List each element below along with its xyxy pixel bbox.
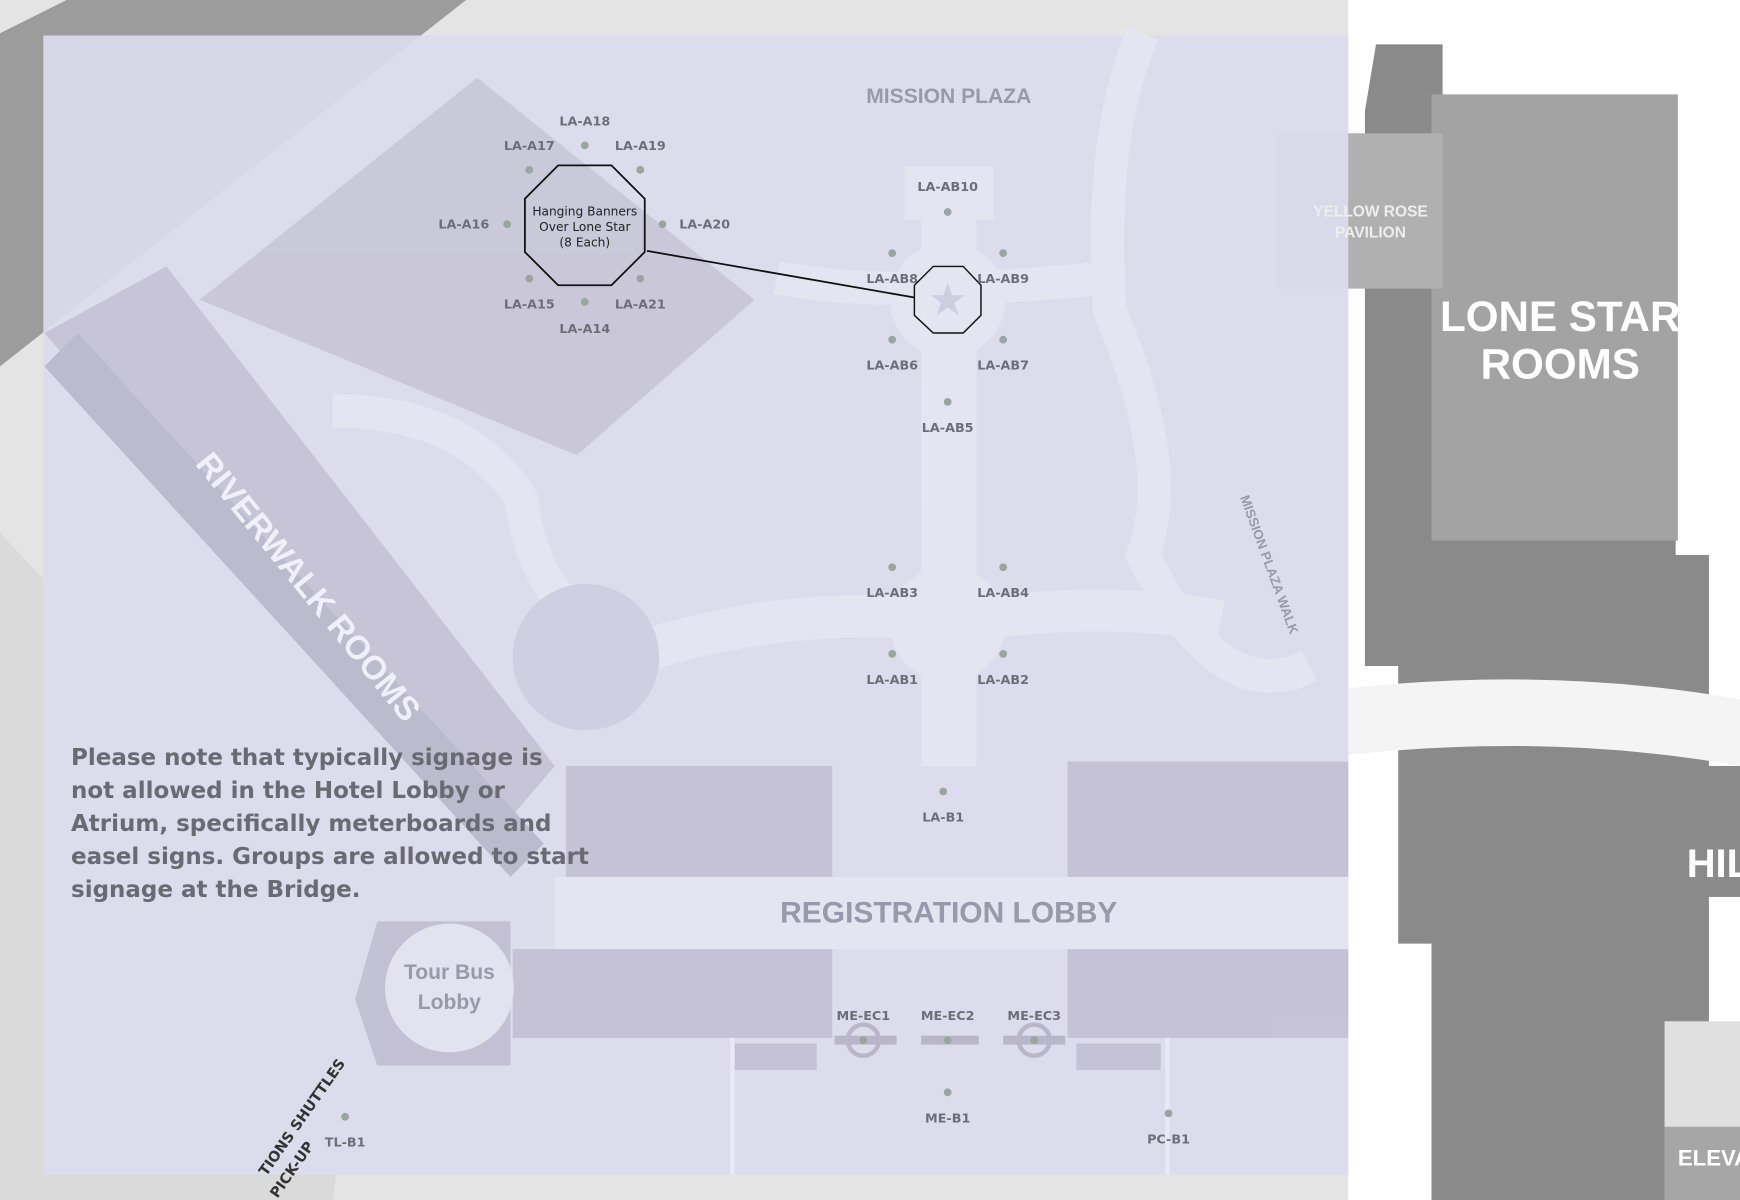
hanging-banners-callout [523,164,646,287]
sign-dot-la-a14[interactable] [580,298,589,306]
sign-dot-pc-b1[interactable] [1164,1109,1173,1118]
sign-dot-la-ab4[interactable] [999,563,1008,572]
sign-dot-la-a18[interactable] [580,141,589,150]
sign-dot-la-ab3[interactable] [888,563,897,572]
area-label-mission-plaza: MISSION PLAZA [866,85,1031,108]
area-label-registration-lobby: REGISTRATION LOBBY [780,896,1117,929]
sign-dot-la-a19[interactable] [636,165,645,174]
yellow-rose-line2: PAVILION [1335,225,1406,242]
tour-bus-lobby-line2: Lobby [418,991,481,1014]
signage-policy-note: Please note that typically signage is no… [71,745,589,903]
sign-label-pc-b1: PC-B1 [1147,1132,1190,1147]
sign-dot-la-a16[interactable] [503,220,512,229]
sign-dot-la-b1[interactable] [939,787,948,796]
sign-label-me-ec1: ME-EC1 [837,1009,891,1024]
sign-dot-la-ab9[interactable] [999,249,1008,257]
sign-dot-me-ec3[interactable] [1030,1036,1039,1045]
callout-line2: Over Lone Star [539,220,631,234]
sign-dot-la-ab7[interactable] [999,335,1008,344]
sign-label-la-a16: LA-A16 [438,218,489,233]
plan-shapes [44,26,1349,1175]
callout-line3: (8 Each) [559,235,610,249]
star-icon [931,283,965,316]
sign-dot-la-a17[interactable] [525,165,534,174]
sign-label-la-ab6: LA-AB6 [866,359,918,374]
sign-label-la-ab10: LA-AB10 [917,180,978,195]
sign-label-la-ab3: LA-AB3 [866,586,918,601]
sign-dot-me-ec2[interactable] [943,1036,952,1045]
sign-dot-me-b1[interactable] [943,1088,952,1097]
sign-label-la-a14: LA-A14 [559,322,610,337]
sign-dot-la-a20[interactable] [658,220,667,229]
sign-dot-la-ab1[interactable] [888,649,897,658]
lone-star-rooms-building [1431,94,1678,541]
sign-label-la-a19: LA-A19 [615,139,666,154]
sign-label-la-ab5: LA-AB5 [922,421,974,436]
sign-locations: LA-A18 LA-A17 LA-A19 LA-A16 LA-A20 LA-A1… [325,114,1190,1150]
hilton-label: HIL [1687,842,1740,886]
sign-dot-la-ab6[interactable] [888,335,897,344]
sign-label-la-a15: LA-A15 [504,298,555,313]
sign-dot-la-ab10[interactable] [943,208,952,216]
yellow-rose-line1: YELLOW ROSE [1313,203,1428,220]
sign-label-la-a20: LA-A20 [679,218,730,233]
sign-label-la-a21: LA-A21 [615,298,666,313]
sign-dot-me-ec1[interactable] [859,1036,868,1045]
sign-label-tl-b1: TL-B1 [325,1136,366,1151]
lone-star-rooms-line1: LONE STAR [1440,293,1680,340]
sign-label-la-b1: LA-B1 [922,810,964,825]
sign-label-me-ec2: ME-EC2 [921,1009,975,1024]
sign-label-la-a17: LA-A17 [504,139,555,154]
sign-label-la-ab1: LA-AB1 [866,673,918,688]
tour-bus-lobby-line1: Tour Bus [404,961,495,984]
sign-label-la-ab9: LA-AB9 [977,272,1029,287]
sign-dot-la-ab2[interactable] [999,649,1008,658]
sign-label-me-b1: ME-B1 [925,1111,970,1126]
sign-label-la-ab8: LA-AB8 [866,272,918,287]
sign-label-la-ab2: LA-AB2 [977,673,1029,688]
sign-label-me-ec3: ME-EC3 [1007,1009,1061,1024]
sign-dot-la-ab5[interactable] [943,397,952,406]
callout-line1: Hanging Banners [532,204,637,218]
sign-label-la-ab7: LA-AB7 [977,359,1029,374]
sign-dot-la-ab8[interactable] [888,249,897,257]
sign-dot-la-a21[interactable] [636,274,645,283]
sign-dot-la-a15[interactable] [525,274,534,283]
lone-star-rooms-line2: ROOMS [1481,341,1640,388]
sign-label-la-ab4: LA-AB4 [977,586,1029,601]
callout-connector [646,250,915,299]
elevator-label: ELEVA [1678,1146,1740,1171]
sign-dot-tl-b1[interactable] [341,1112,349,1121]
lone-star-atrium-octagon [913,265,982,334]
sign-label-la-a18: LA-A18 [559,114,610,129]
